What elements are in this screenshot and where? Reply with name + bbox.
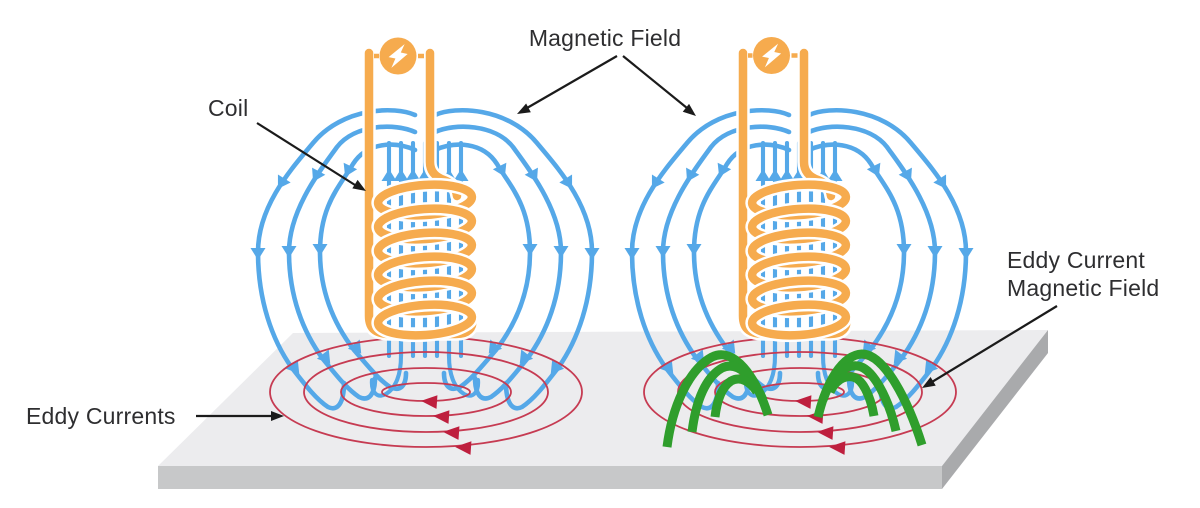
coil-arrow [256, 122, 369, 196]
magnetic-field-arrow-left [514, 55, 618, 119]
power-source-right [748, 37, 798, 74]
eddy-currents-arrow [196, 411, 284, 421]
eddy-current-field-arches [662, 349, 927, 448]
coil-winding-left [371, 177, 479, 343]
magnetic-field-label: Magnetic Field [528, 25, 682, 51]
eddy-current-magnetic-field-arrow [919, 305, 1058, 393]
coil-label: Coil [208, 95, 249, 121]
eddy-currents-label: Eddy Currents [26, 403, 176, 429]
label-arrows [196, 55, 1058, 421]
coil-left [362, 37, 480, 343]
power-source-left [374, 37, 424, 75]
coil-winding-right [745, 177, 853, 343]
magnetic-field-arrow-right [622, 55, 700, 120]
eddy-current-magnetic-field-label: Eddy Current Magnetic Field [1007, 247, 1160, 301]
coil-right [736, 37, 854, 343]
